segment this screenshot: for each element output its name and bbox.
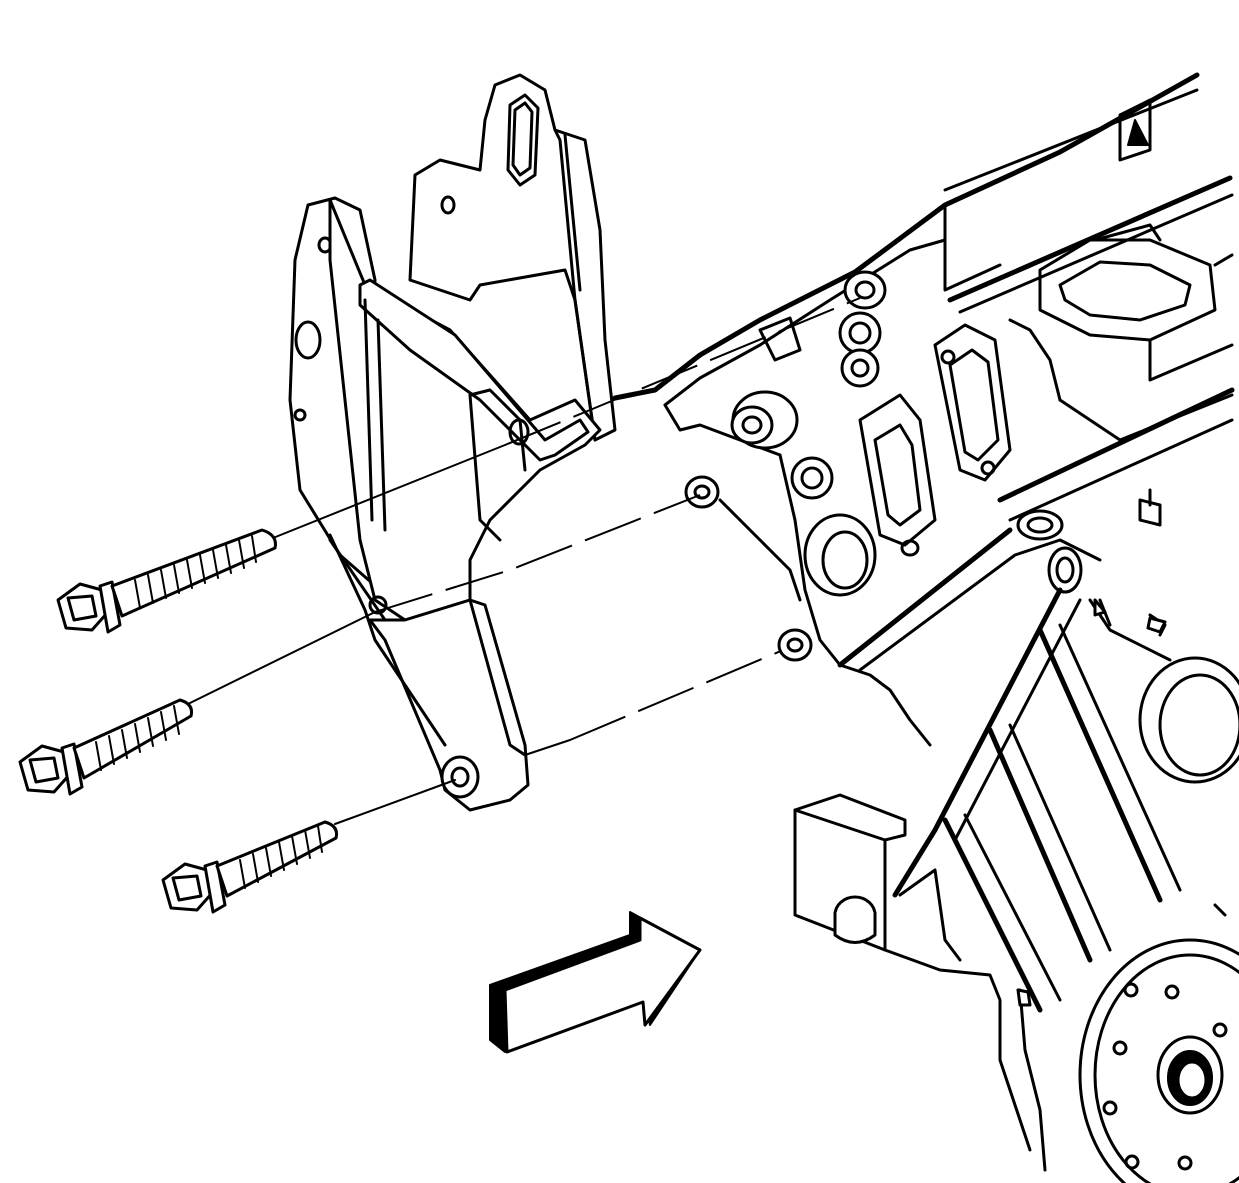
- bolt: [56, 528, 277, 634]
- direction-arrow-icon: [489, 911, 702, 1054]
- bracket: [288, 73, 617, 812]
- engine-block: [612, 72, 1239, 1183]
- bolt: [18, 698, 193, 796]
- alignment-lines: [189, 297, 861, 825]
- bolt: [161, 820, 338, 914]
